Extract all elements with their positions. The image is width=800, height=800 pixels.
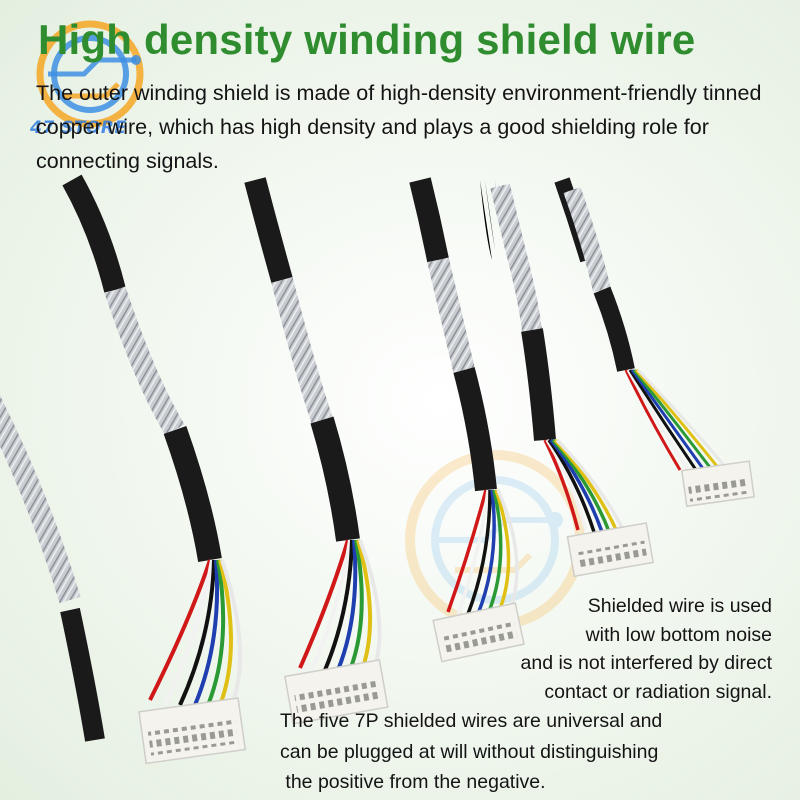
page-title: High density winding shield wire	[38, 16, 696, 63]
noise-note-line: contact or radiation signal.	[544, 680, 772, 703]
noise-note-line: Shielded wire is used	[587, 595, 772, 617]
cable-2	[244, 177, 389, 725]
universal-note-line: can be plugged at will without distingui…	[280, 740, 659, 763]
cable-5	[554, 177, 756, 508]
store-logo-text: 47 STORE	[30, 118, 127, 138]
store-logo	[36, 20, 144, 128]
universal-note-line: the positive from the negative.	[280, 771, 546, 793]
noise-note-line: with low bottom noise	[585, 623, 772, 646]
cable-3	[409, 177, 525, 663]
cable-partial-left	[0, 395, 105, 742]
cable-4-body	[490, 183, 655, 578]
universal-note-line: The five 7P shielded wires are universal…	[280, 710, 663, 732]
noise-note: Shielded wire is used with low bottom no…	[521, 592, 772, 706]
noise-note-line: and is not interfered by direct	[520, 652, 772, 674]
intro-text: The outer winding shield is made of high…	[36, 81, 762, 173]
universal-note: The five 7P shielded wires are universal…	[280, 706, 662, 798]
cable-1	[62, 174, 247, 765]
